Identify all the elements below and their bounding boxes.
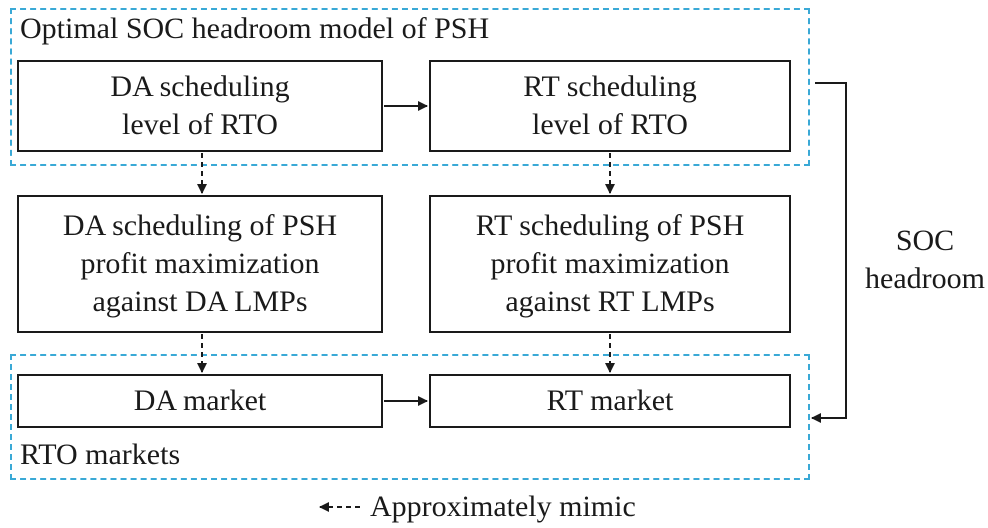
da-psh-line-2: profit maximization [80, 247, 320, 280]
rt-psh-line-1: RT scheduling of PSH [475, 209, 745, 242]
soc-headroom-line-2: headroom [865, 262, 985, 295]
optimal-soc-group-label: Optimal SOC headroom model of PSH [20, 12, 490, 45]
legend: Approximately mimic [370, 490, 636, 524]
soc-headroom-line-1: SOC [895, 224, 955, 257]
da-psh-line-1: DA scheduling of PSH [62, 209, 338, 242]
da-scheduling-level-box: DA scheduling level of RTO [17, 60, 383, 152]
legend-text: Approximately mimic [370, 490, 636, 523]
soc-headroom-label: SOC headroom [855, 222, 988, 298]
da-scheduling-level-line-1: DA scheduling [110, 70, 290, 103]
rt-market-label: RT market [546, 384, 674, 417]
rto-markets-group [10, 354, 810, 480]
rt-scheduling-level-box: RT scheduling level of RTO [429, 60, 791, 152]
da-market-label: DA market [133, 384, 267, 417]
da-scheduling-level-line-2: level of RTO [122, 108, 278, 141]
rt-psh-scheduling-box: RT scheduling of PSH profit maximization… [429, 195, 791, 333]
optimal-soc-group [10, 8, 810, 166]
da-psh-line-3: against DA LMPs [92, 285, 308, 318]
da-market-box: DA market [17, 374, 383, 428]
rt-scheduling-level-line-2: level of RTO [532, 108, 688, 141]
rto-markets-group-label: RTO markets [20, 438, 181, 471]
rt-scheduling-level-line-1: RT scheduling [523, 70, 697, 103]
soc-headroom-arrow [811, 82, 847, 423]
rt-psh-line-3: against RT LMPs [505, 285, 715, 318]
da-psh-scheduling-box: DA scheduling of PSH profit maximization… [17, 195, 383, 333]
rt-psh-line-2: profit maximization [490, 247, 730, 280]
rt-market-box: RT market [429, 374, 791, 428]
